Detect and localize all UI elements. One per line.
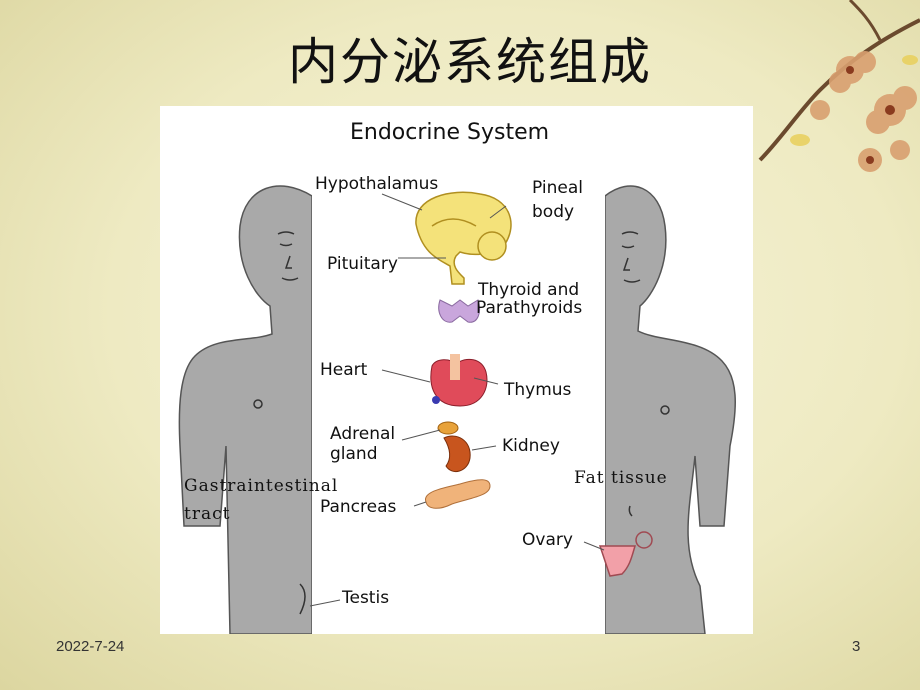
pancreas-icon — [425, 479, 491, 509]
slide-title: 内分泌系统组成 — [288, 33, 652, 91]
footer-page-number: 3 — [852, 638, 861, 655]
endocrine-figure: Endocrine System Hypothalamus Pineal bod… — [160, 106, 753, 634]
male-face — [253, 231, 306, 615]
label-pituitary: Pituitary — [327, 254, 398, 274]
thyroid-icon — [438, 299, 481, 323]
heart-icon — [430, 354, 488, 407]
annotation-gi-2: tract — [184, 504, 231, 524]
figure-title: Endocrine System — [350, 120, 550, 145]
label-ovary: Ovary — [522, 530, 573, 550]
label-testis: Testis — [342, 588, 390, 608]
leader-lines — [309, 193, 605, 607]
adrenal-icon — [437, 421, 459, 435]
label-hypothalamus: Hypothalamus — [315, 174, 439, 194]
label-thymus: Thymus — [504, 380, 572, 400]
label-thyroid-2: Parathyroids — [476, 298, 583, 318]
endocrine-illustration — [178, 146, 736, 634]
label-pineal-1: Pineal — [532, 178, 583, 198]
label-pineal-2: body — [532, 202, 575, 222]
kidney-icon — [443, 435, 471, 473]
footer-date: 2022-7-24 — [56, 638, 125, 655]
annotation-fat: Fat tissue — [574, 468, 668, 488]
label-kidney: Kidney — [502, 436, 560, 456]
brain-icon — [415, 191, 512, 285]
ovary-icon — [598, 531, 653, 577]
female-silhouette — [604, 185, 736, 634]
label-adrenal-2: gland — [330, 444, 378, 464]
female-face — [621, 231, 670, 517]
annotation-gi-1: Gastraintestinal — [184, 476, 339, 496]
label-heart: Heart — [320, 360, 368, 380]
male-silhouette — [178, 185, 313, 634]
label-pancreas: Pancreas — [320, 497, 397, 517]
label-adrenal-1: Adrenal — [330, 424, 396, 444]
blossom-decoration — [758, 0, 920, 172]
label-thyroid-1: Thyroid and — [478, 280, 580, 300]
